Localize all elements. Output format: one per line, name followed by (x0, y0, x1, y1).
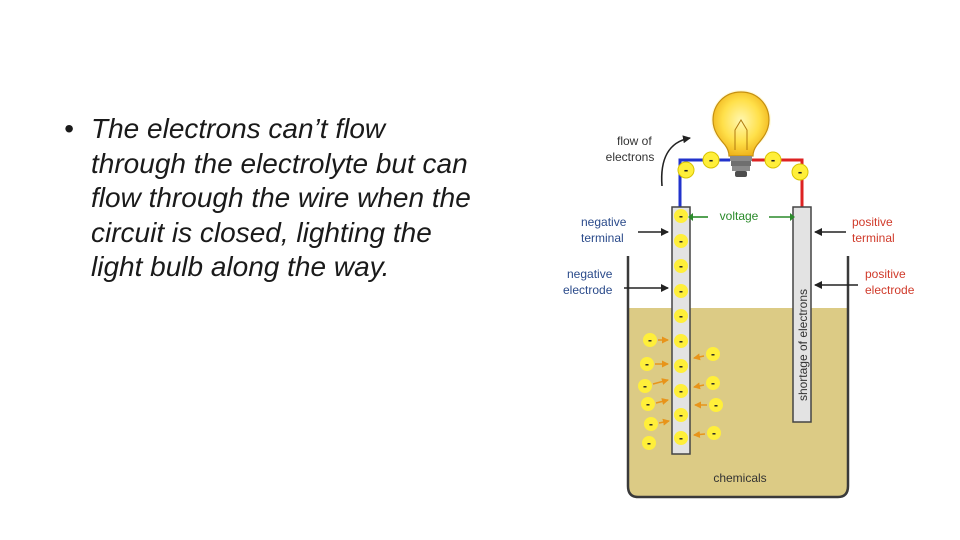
svg-text:-: - (711, 347, 715, 361)
svg-text:-: - (679, 359, 683, 373)
electrode-electrons: - - - - - - - - - - (674, 209, 688, 445)
electron: - (674, 234, 688, 248)
svg-text:-: - (649, 417, 653, 431)
svg-text:-: - (684, 162, 688, 177)
electron: - (644, 417, 670, 431)
positive-electrode-label: positive electrode (865, 267, 915, 297)
svg-text:-: - (709, 152, 713, 167)
svg-text:-: - (771, 152, 775, 167)
electron: - (674, 284, 688, 298)
svg-text:-: - (646, 397, 650, 411)
electron: - (640, 357, 669, 371)
voltage-indicator: voltage (688, 209, 795, 223)
flow-arrow (660, 135, 691, 187)
electron: - (674, 384, 688, 398)
svg-text:-: - (679, 408, 683, 422)
electron: - (677, 161, 695, 179)
svg-text:-: - (645, 357, 649, 371)
electron: - (638, 378, 669, 393)
bullet-line: light bulb along the way. (91, 251, 390, 282)
svg-text:-: - (679, 234, 683, 248)
positive-terminal-label: positive terminal (852, 215, 896, 245)
light-bulb-icon (711, 90, 771, 177)
bullet-marker: • (64, 113, 74, 144)
electron: - (764, 151, 782, 169)
svg-text:-: - (679, 431, 683, 445)
svg-text:-: - (679, 209, 683, 223)
electron: - (674, 209, 688, 223)
electron: - (674, 359, 688, 373)
svg-text:-: - (798, 164, 802, 179)
electrolyte-electrons-right: - - - - (693, 347, 723, 440)
electron: - (643, 333, 669, 347)
svg-text:-: - (679, 309, 683, 323)
electron: - (693, 426, 721, 440)
svg-text:-: - (643, 379, 647, 393)
container-outline (626, 256, 850, 499)
svg-text:-: - (679, 284, 683, 298)
bullet-line: circuit is closed, lighting the (91, 216, 432, 248)
bullet-text-block: • The electrons can’t flow through the e… (64, 112, 564, 285)
electron: - (674, 408, 688, 422)
electron: - (694, 398, 723, 412)
svg-text:-: - (712, 426, 716, 440)
bullet-line: through the electrolyte but can (91, 147, 468, 179)
electron: - (674, 431, 688, 445)
svg-text:-: - (711, 376, 715, 390)
electron: - (642, 436, 656, 450)
electron: - (791, 163, 809, 181)
electron: - (674, 259, 688, 273)
negative-electrode-label: negative electrode (563, 267, 616, 297)
electron: - (674, 334, 688, 348)
svg-text:-: - (679, 259, 683, 273)
electrolyte-electrons-left: - - - - - - (638, 333, 670, 450)
negative-terminal-label: negative terminal (581, 215, 630, 245)
electrolyte-container (626, 256, 850, 499)
bullet-line: flow through the wire when the (91, 182, 471, 213)
electron: - (641, 397, 669, 411)
electron: - (702, 151, 720, 169)
svg-text:-: - (679, 384, 683, 398)
chemicals-label: chemicals (713, 471, 766, 485)
bullet-line: The electrons can’t flow (91, 113, 386, 144)
svg-text:-: - (647, 436, 651, 450)
voltage-label: voltage (720, 209, 759, 223)
svg-text:-: - (648, 333, 652, 347)
flow-of-electrons-label: flow of electrons (606, 134, 655, 164)
electron: - (693, 347, 720, 361)
svg-text:-: - (679, 334, 683, 348)
shortage-of-electrons-label: shortage of electrons (796, 289, 810, 401)
wire-electrons: - - - - (677, 151, 809, 181)
svg-text:-: - (714, 398, 718, 412)
electron: - (693, 376, 720, 390)
positive-electrode (792, 206, 812, 423)
electron: - (674, 309, 688, 323)
bullet-lines: The electrons can’t flow through the ele… (91, 112, 564, 285)
